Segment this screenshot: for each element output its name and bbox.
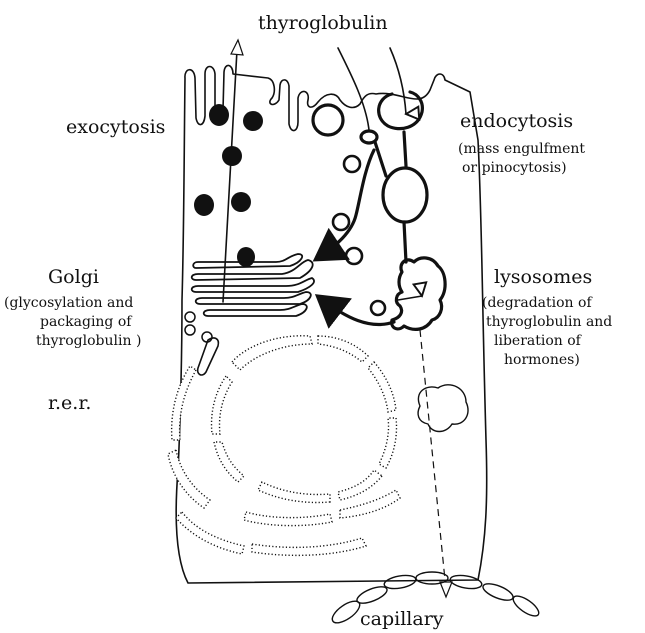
label-rer: r.e.r. [48, 394, 91, 414]
endocytic-invagination [379, 92, 423, 129]
droplet-to-lysosome-arrow [404, 222, 406, 262]
label-lysosomes: lysosomes [494, 268, 592, 288]
rer-golgi-connection [198, 338, 219, 375]
cell-membrane [176, 65, 487, 583]
endocytic-vesicle [313, 105, 343, 135]
label-endocytosis-note-2: or pinocytosis) [462, 161, 567, 176]
label-capillary: capillary [360, 610, 444, 630]
label-golgi-note-3: thyroglobulin ) [36, 334, 141, 349]
label-endocytosis: endocytosis [460, 112, 573, 132]
droplet-migration-arrow-2 [404, 132, 406, 166]
label-thyroglobulin: thyroglobulin [258, 14, 388, 34]
exocytosis-arrowhead [231, 40, 243, 55]
label-endocytosis-note-1: (mass engulfment [458, 142, 585, 157]
droplet-migration-arrow [375, 142, 386, 176]
thyroglobulin-path-3 [398, 296, 422, 300]
lysosome [392, 258, 445, 329]
label-lysosomes-note-1: (degradation of [482, 296, 592, 311]
rough-endoplasmic-reticulum [168, 336, 400, 556]
thyroglobulin-path-2 [390, 48, 406, 114]
label-exocytosis: exocytosis [66, 118, 165, 138]
nucleus-outline [418, 385, 468, 432]
label-lysosomes-note-2: thyroglobulin and [486, 315, 612, 330]
small-vesicles [333, 156, 385, 315]
label-golgi-note-2: packaging of [40, 315, 131, 330]
secretory-granules [194, 104, 263, 267]
colloid-droplet-large [383, 168, 427, 222]
basal-secretion-route [420, 330, 446, 590]
label-lysosomes-note-4: hormones) [504, 353, 580, 368]
label-golgi-note-1: (glycosylation and [4, 296, 133, 311]
golgi-transport-arrow-upper [318, 150, 374, 258]
capillary-arrowhead [440, 582, 452, 597]
exocytosis-path [223, 50, 237, 302]
label-lysosomes-note-3: liberation of [494, 334, 581, 349]
label-golgi: Golgi [48, 268, 99, 288]
